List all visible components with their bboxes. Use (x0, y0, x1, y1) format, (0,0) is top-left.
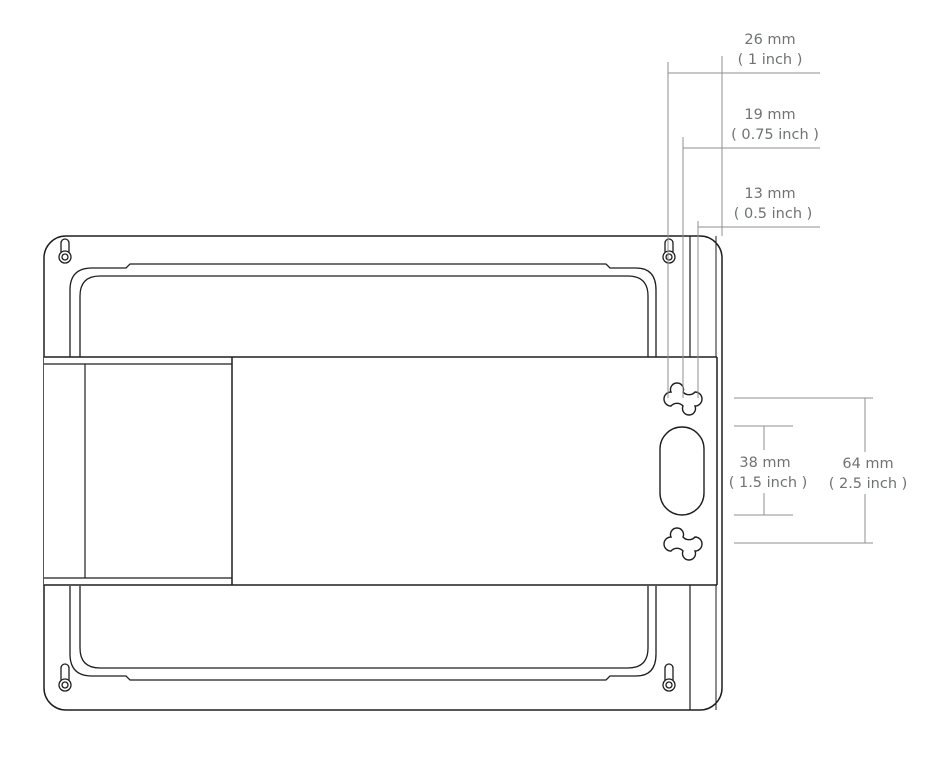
mounting-bracket (44, 356, 718, 586)
dim-2-5inch-label: ( 2.5 inch ) (829, 476, 908, 492)
dim-1inch-label: ( 1 inch ) (738, 52, 803, 68)
keyhole-top-right (662, 238, 676, 264)
dim-64mm-label: 64 mm (842, 456, 893, 472)
dim-38mm-label: 38 mm (739, 455, 790, 471)
keyhole-top-left (58, 238, 72, 264)
dimension-labels: 26 mm ( 1 inch ) 19 mm ( 0.75 inch ) 13 … (729, 32, 908, 492)
dim-0-5inch-label: ( 0.5 inch ) (734, 206, 813, 222)
dim-19mm-label: 19 mm (744, 107, 795, 123)
dim-26mm-label: 26 mm (744, 32, 795, 48)
triple-hole-bottom (663, 527, 703, 561)
lower-recess (69, 586, 657, 681)
keyhole-bottom-right (662, 663, 676, 692)
lower-recess-outer (69, 586, 657, 681)
keyhole-bottom-left (58, 663, 72, 692)
dimension-lines-offsets (667, 56, 820, 398)
upper-recess-outer (69, 263, 657, 358)
dim-1-5inch-label: ( 1.5 inch ) (729, 475, 808, 491)
upper-recess (69, 263, 657, 358)
lower-recess-inner (79, 586, 649, 669)
dim-0-75inch-label: ( 0.75 inch ) (731, 127, 819, 143)
dimension-lines-spacing (734, 397, 873, 544)
upper-recess-inner (79, 275, 649, 358)
dim-13mm-label: 13 mm (744, 186, 795, 202)
oval-slot (659, 426, 705, 516)
